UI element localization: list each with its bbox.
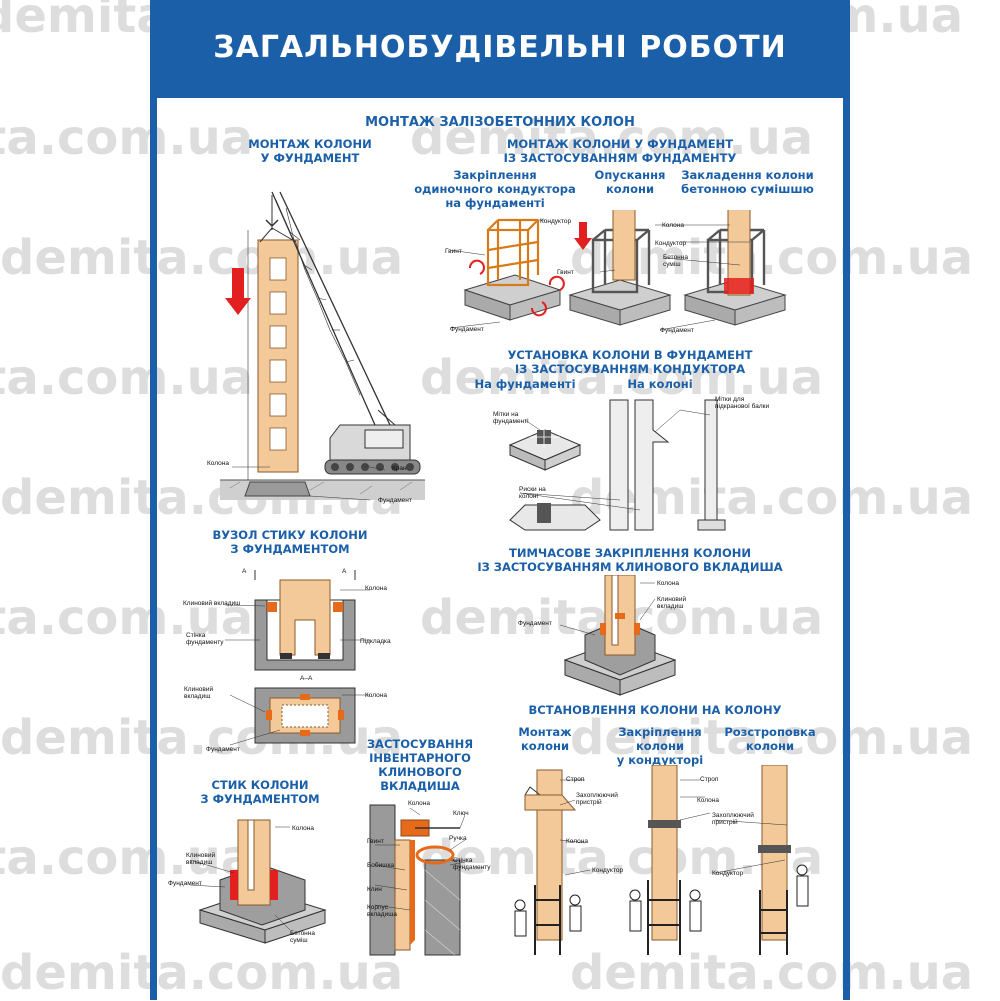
label-conductor-coc-2: Кондуктор — [712, 870, 744, 877]
watermark: demita.com.ua — [0, 110, 254, 166]
label-foundation-2: Фундамент — [450, 326, 484, 333]
label-sling: Строп — [566, 776, 585, 783]
poster-header: ЗАГАЛЬНОБУДІВЕЛЬНІ РОБОТИ — [150, 0, 850, 98]
label-marks-crane-beam: Мітки для підкранової балки — [715, 396, 770, 410]
heading-column-with-foundation: МОНТАЖ КОЛОНИ У ФУНДАМЕНТ ІЗ ЗАСТОСУВАНН… — [503, 137, 737, 165]
label-column-joint: Колона — [292, 825, 314, 832]
label-foundation: Фундамент — [378, 497, 412, 504]
label-concrete-joint: Бетонна суміш — [290, 930, 315, 944]
label-gripping-device: Захоплюючий пристрій — [576, 792, 618, 806]
label-marks-foundation: Мітки на фундаменті — [493, 411, 529, 425]
label-wedge: Клин — [367, 886, 382, 893]
heading-column-into-foundation: МОНТАЖ КОЛОНИ У ФУНДАМЕНТ — [248, 137, 372, 165]
heading-install-with-conductor: УСТАНОВКА КОЛОНИ В ФУНДАМЕНТ ІЗ ЗАСТОСУВ… — [507, 348, 753, 376]
label-wedge-joint: Клиновий вкладиш — [186, 852, 216, 866]
label-column-coc: Колона — [566, 838, 588, 845]
label-foundation-wall-2: Стінка фундаменту — [453, 857, 491, 871]
subheading-fix-conductor: Закріплення колони у кондукторі — [616, 725, 704, 767]
label-crane: Кран — [392, 465, 407, 472]
label-section-a-left: А — [242, 568, 247, 575]
label-gripping-device-2: Захоплюючий пристрій — [712, 812, 754, 826]
subheading-on-foundation: На фундаменті — [474, 377, 576, 391]
label-conductor-coc: Кондуктор — [592, 867, 624, 874]
label-key: Ключ — [453, 810, 469, 817]
subheading-lowering: Опускання колони — [594, 168, 666, 196]
poster-right-border — [843, 0, 850, 1000]
label-conductor: Кондуктор — [540, 218, 572, 225]
label-screw-wedge: Гвинт — [367, 838, 384, 845]
label-pad: Підкладка — [360, 638, 391, 645]
subheading-unsling: Розстроповка колони — [724, 725, 816, 753]
subheading-concrete: Закладення колони бетонною сумішшю — [681, 168, 814, 196]
label-column-node-2: Колона — [365, 692, 387, 699]
marks-illustration — [508, 399, 726, 531]
label-handle: Ручка — [449, 835, 467, 842]
label-column-2: Колона — [662, 222, 684, 229]
label-wedge-insert: Клиновий вкладиш — [183, 600, 241, 607]
subheading-conductor-fixing: Закріплення одиночного кондуктора на фун… — [414, 168, 576, 210]
joint-node-illustration — [224, 570, 370, 746]
label-column-node: Колона — [365, 585, 387, 592]
label-conductor-2: Кондуктор — [655, 240, 687, 247]
main-heading: МОНТАЖ ЗАЛІЗОБЕТОННИХ КОЛОН — [365, 115, 635, 130]
label-foundation-node: Фундамент — [206, 746, 240, 753]
subheading-on-column: На колоні — [627, 377, 693, 391]
label-foundation-joint: Фундамент — [168, 880, 202, 887]
label-boss: Бобишка — [367, 862, 395, 869]
label-section-aa: А–А — [300, 675, 313, 682]
label-wedge-insert-2: Клиновий вкладиш — [184, 686, 214, 700]
label-section-a-right: А — [342, 568, 347, 575]
watermark: demita.com.ua — [0, 945, 404, 1001]
label-foundation-3: Фундамент — [660, 327, 694, 334]
page-title: ЗАГАЛЬНОБУДІВЕЛЬНІ РОБОТИ — [213, 30, 787, 65]
label-sling-2: Строп — [700, 776, 719, 783]
temporary-fixing-illustration — [560, 575, 677, 696]
heading-inventory-wedge: ЗАСТОСУВАННЯ ІНВЕНТАРНОГО КЛИНОВОГО ВКЛА… — [366, 737, 474, 793]
subheading-mount: Монтаж колони — [518, 725, 572, 753]
label-column-wedge: Колона — [408, 800, 430, 807]
label-column: Колона — [207, 460, 229, 467]
heading-temporary-fixing: ТИМЧАСОВЕ ЗАКРІПЛЕННЯ КОЛОНИ ІЗ ЗАСТОСУВ… — [477, 546, 783, 574]
label-column-coc-2: Колона — [697, 797, 719, 804]
label-wedge-temp: Клиновий вкладиш — [657, 596, 687, 610]
inventory-wedge-illustration — [369, 804, 466, 956]
heading-column-on-column: ВСТАНОВЛЕННЯ КОЛОНИ НА КОЛОНУ — [528, 703, 782, 717]
crane-illustration — [220, 191, 425, 501]
poster-left-border — [150, 0, 157, 1000]
label-foundation-temp: Фундамент — [518, 620, 552, 627]
conductor-steps-illustration — [450, 210, 787, 331]
heading-column-foundation-joint: СТИК КОЛОНИ З ФУНДАМЕНТОМ — [200, 778, 320, 806]
label-foundation-wall: Стінка фундаменту — [186, 632, 224, 646]
label-column-temp: Колона — [657, 580, 679, 587]
label-screw: Гвинт — [445, 248, 462, 255]
label-concrete-mix: Бетонна суміш — [663, 254, 688, 268]
label-screw-2: Гвинт — [557, 269, 574, 276]
label-wedge-body: Корпус вкладиша — [367, 904, 398, 918]
joint-3d-illustration — [190, 819, 327, 944]
label-risk-marks: Риски на колоні — [519, 486, 546, 500]
column-on-column-illustration — [514, 765, 809, 955]
heading-joint-node: ВУЗОЛ СТИКУ КОЛОНИ З ФУНДАМЕНТОМ — [212, 528, 368, 556]
